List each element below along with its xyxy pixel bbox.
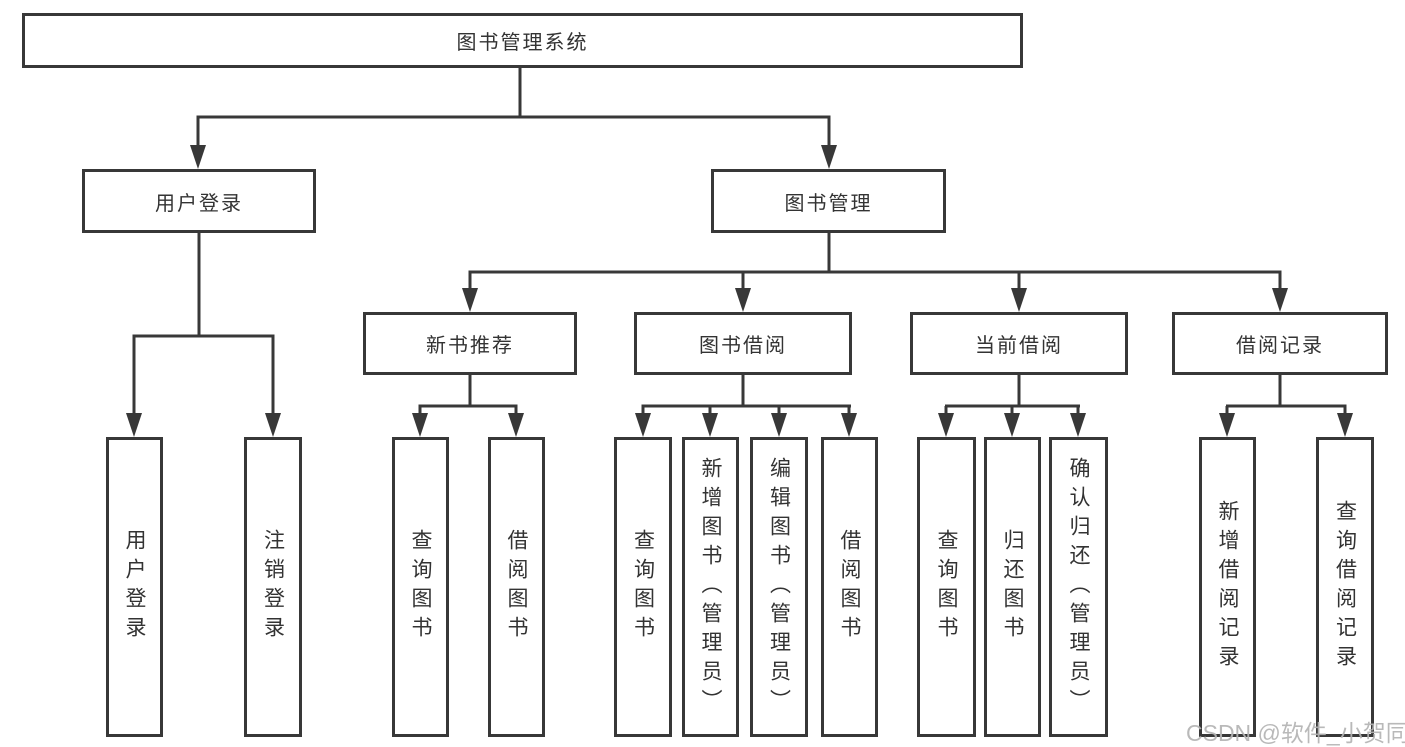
leaf-borrow-books: 借阅图书 <box>821 437 878 737</box>
node-label: 图书管理系统 <box>456 32 589 54</box>
node-label: 归还图书 <box>1001 529 1024 645</box>
leaf-edit-books-admin: 编辑图书（管理员） <box>750 437 808 737</box>
node-label: 当前借阅 <box>975 335 1063 357</box>
node-label: 借阅记录 <box>1236 335 1324 357</box>
node-label: 图书管理 <box>784 192 873 215</box>
leaf-logout: 注销登录 <box>244 437 302 737</box>
node-book-management: 图书管理 <box>711 169 946 233</box>
node-new-book-recommend: 新书推荐 <box>363 312 577 375</box>
leaf-query-borrow-record: 查询借阅记录 <box>1316 437 1374 737</box>
leaf-query-books-current: 查询图书 <box>917 437 976 737</box>
node-label: 新书推荐 <box>426 335 514 357</box>
leaf-borrow-books-recommend: 借阅图书 <box>488 437 545 737</box>
leaf-add-books-admin: 新增图书（管理员） <box>682 437 739 737</box>
leaf-confirm-return-admin: 确认归还（管理员） <box>1049 437 1108 737</box>
node-label: 查询图书 <box>409 529 432 645</box>
node-label: 查询借阅记录 <box>1333 500 1357 674</box>
node-label: 编辑图书（管理员） <box>767 456 791 718</box>
node-label: 新增借阅记录 <box>1216 500 1239 674</box>
node-label: 借阅图书 <box>505 529 528 645</box>
csdn-watermark: CSDN @软件_小贺同学 <box>1186 720 1405 746</box>
node-root-library-system: 图书管理系统 <box>22 13 1023 68</box>
node-label: 新增图书（管理员） <box>699 456 722 718</box>
leaf-user-login: 用户登录 <box>106 437 163 737</box>
node-label: 图书借阅 <box>699 335 787 357</box>
node-book-borrowing: 图书借阅 <box>634 312 852 375</box>
leaf-query-books-borrowing: 查询图书 <box>614 437 672 737</box>
node-label: 用户登录 <box>123 529 146 645</box>
leaf-query-books-recommend: 查询图书 <box>392 437 449 737</box>
node-label: 查询图书 <box>631 529 655 645</box>
node-label: 借阅图书 <box>838 529 861 645</box>
leaf-add-borrow-record: 新增借阅记录 <box>1199 437 1256 737</box>
leaf-return-books: 归还图书 <box>984 437 1041 737</box>
node-current-borrowing: 当前借阅 <box>910 312 1128 375</box>
node-user-login: 用户登录 <box>82 169 316 233</box>
node-label: 用户登录 <box>155 192 243 215</box>
node-borrowing-records: 借阅记录 <box>1172 312 1388 375</box>
node-label: 查询图书 <box>935 529 958 645</box>
arrowheads <box>126 145 1353 437</box>
node-label: 注销登录 <box>261 529 285 645</box>
node-label: 确认归还（管理员） <box>1067 456 1090 718</box>
